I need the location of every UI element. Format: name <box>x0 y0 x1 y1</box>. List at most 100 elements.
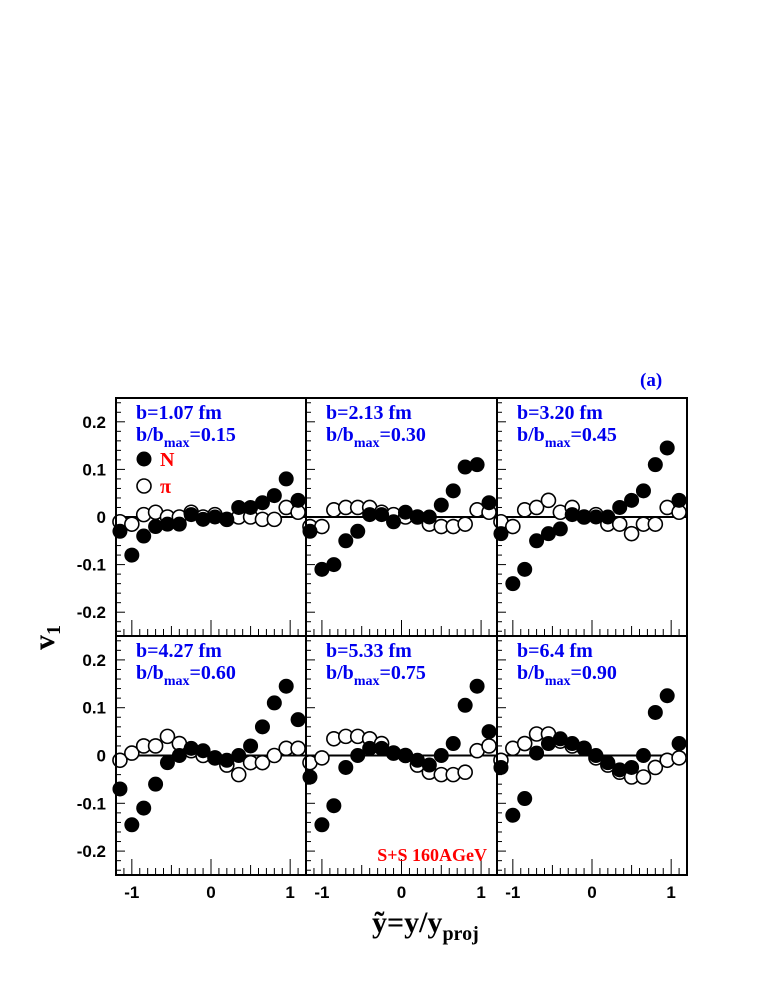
nucleon-point <box>409 752 425 768</box>
nucleon-point <box>112 781 128 797</box>
bmax-ratio-label: b/bmax=0.45 <box>517 424 617 451</box>
nucleon-point <box>421 509 437 525</box>
y-tick-label: -0.1 <box>77 794 106 813</box>
nucleon-point <box>564 507 580 523</box>
impact-parameter-label: b=4.27 fm <box>136 640 222 662</box>
nucleon-point <box>266 488 282 504</box>
x-tick-label: 0 <box>587 883 596 902</box>
impact-parameter-label: b=1.07 fm <box>136 402 222 424</box>
nucleon-point <box>564 736 580 752</box>
pion-point <box>124 516 140 532</box>
pion-point <box>540 492 557 509</box>
nucleon-point <box>207 750 223 766</box>
x-tick-label: 1 <box>476 883 485 902</box>
nucleon-point <box>529 745 545 761</box>
pion-point <box>457 516 473 532</box>
nucleon-point <box>374 507 390 523</box>
nucleon-point <box>481 724 497 740</box>
pion-point <box>505 518 521 535</box>
x-tick-label: -1 <box>505 883 520 902</box>
y-tick-label: 0.1 <box>82 699 106 718</box>
nucleon-point <box>624 492 640 508</box>
impact-parameter-label: b=2.13 fm <box>326 402 412 424</box>
nucleon-point <box>635 483 651 499</box>
nucleon-point <box>183 740 199 756</box>
bmax-ratio-label: b/bmax=0.30 <box>326 424 426 451</box>
nucleon-point <box>314 817 330 833</box>
nucleon-point <box>148 776 164 792</box>
nucleon-point <box>576 509 592 525</box>
nucleon-point <box>254 719 270 735</box>
nucleon-point <box>433 748 449 763</box>
impact-parameter-label: b=3.20 fm <box>517 402 603 424</box>
nucleon-point <box>517 791 533 807</box>
nucleon-point <box>386 514 402 530</box>
pion-point <box>635 769 652 785</box>
panel-6: b=6.4 fmb/bmax=0.90 <box>493 635 688 876</box>
panel-4: b=4.27 fmb/bmax=0.60 <box>112 635 307 876</box>
nucleon-point <box>386 745 402 761</box>
nucleon-point <box>148 519 164 535</box>
nucleon-point <box>493 526 509 542</box>
nucleon-point <box>124 817 140 833</box>
nucleon-point <box>195 743 211 759</box>
pion-point <box>457 764 473 781</box>
nucleon-point <box>397 748 413 763</box>
nucleon-point <box>445 736 461 752</box>
nucleon-point <box>588 748 604 763</box>
nucleon-point <box>635 748 651 763</box>
figure-label: (a) <box>640 370 662 391</box>
nucleon-point <box>552 731 568 747</box>
impact-parameter-label: b=6.4 fm <box>517 640 593 662</box>
nucleon-point <box>136 800 152 816</box>
nucleon-point <box>481 495 497 511</box>
nucleon-point <box>671 492 687 508</box>
x-tick-label: 0 <box>206 883 215 902</box>
pion-point <box>314 750 330 766</box>
nucleon-point <box>647 457 663 473</box>
nucleon-point <box>278 471 294 487</box>
y-tick-label: 0.2 <box>82 651 106 670</box>
pion-point <box>266 747 283 764</box>
y-axis-title-sub: 1 <box>43 625 65 635</box>
x-axis-title-sub: proj <box>442 923 478 945</box>
panel-2: b=2.13 fmb/bmax=0.30 <box>302 397 498 637</box>
nucleon-point <box>278 678 294 694</box>
bmax-ratio-label: b/bmax=0.60 <box>136 662 236 689</box>
y-axis-title-main: v <box>28 635 61 650</box>
nucleon-point <box>517 561 533 577</box>
nucleon-point <box>433 497 449 513</box>
nucleon-point <box>159 755 175 771</box>
nucleon-point <box>505 807 521 823</box>
nucleon-point <box>195 511 211 527</box>
pion-point <box>290 740 306 757</box>
y-axis-title: v1 <box>28 625 65 650</box>
nucleon-point <box>529 533 545 549</box>
nucleon-point <box>576 740 592 756</box>
bmax-ratio-label: b/bmax=0.15 <box>136 424 236 451</box>
nucleon-point <box>600 755 616 771</box>
legend-label-N: N <box>160 449 175 471</box>
pion-point <box>528 499 545 516</box>
nucleon-point <box>457 697 473 713</box>
pion-point <box>481 738 497 754</box>
nucleon-point <box>362 507 378 523</box>
nucleon-point <box>159 516 175 532</box>
panel-frame <box>496 635 688 876</box>
nucleon-point <box>266 695 282 711</box>
pion-point <box>647 516 664 532</box>
pion-point <box>159 728 176 745</box>
legend-filled-circle-icon <box>136 451 152 467</box>
nucleon-point <box>171 516 187 532</box>
nucleon-point <box>409 509 425 525</box>
pion-point <box>623 525 640 542</box>
nucleon-point <box>659 440 675 456</box>
nucleon-point <box>469 457 485 473</box>
x-tick-label: 1 <box>666 883 675 902</box>
nucleon-point <box>171 748 187 763</box>
bmax-ratio-label: b/bmax=0.90 <box>517 662 617 689</box>
nucleon-point <box>136 528 152 544</box>
legend-open-circle-icon <box>136 478 152 494</box>
nucleon-point <box>540 736 556 752</box>
nucleon-point <box>659 688 675 704</box>
